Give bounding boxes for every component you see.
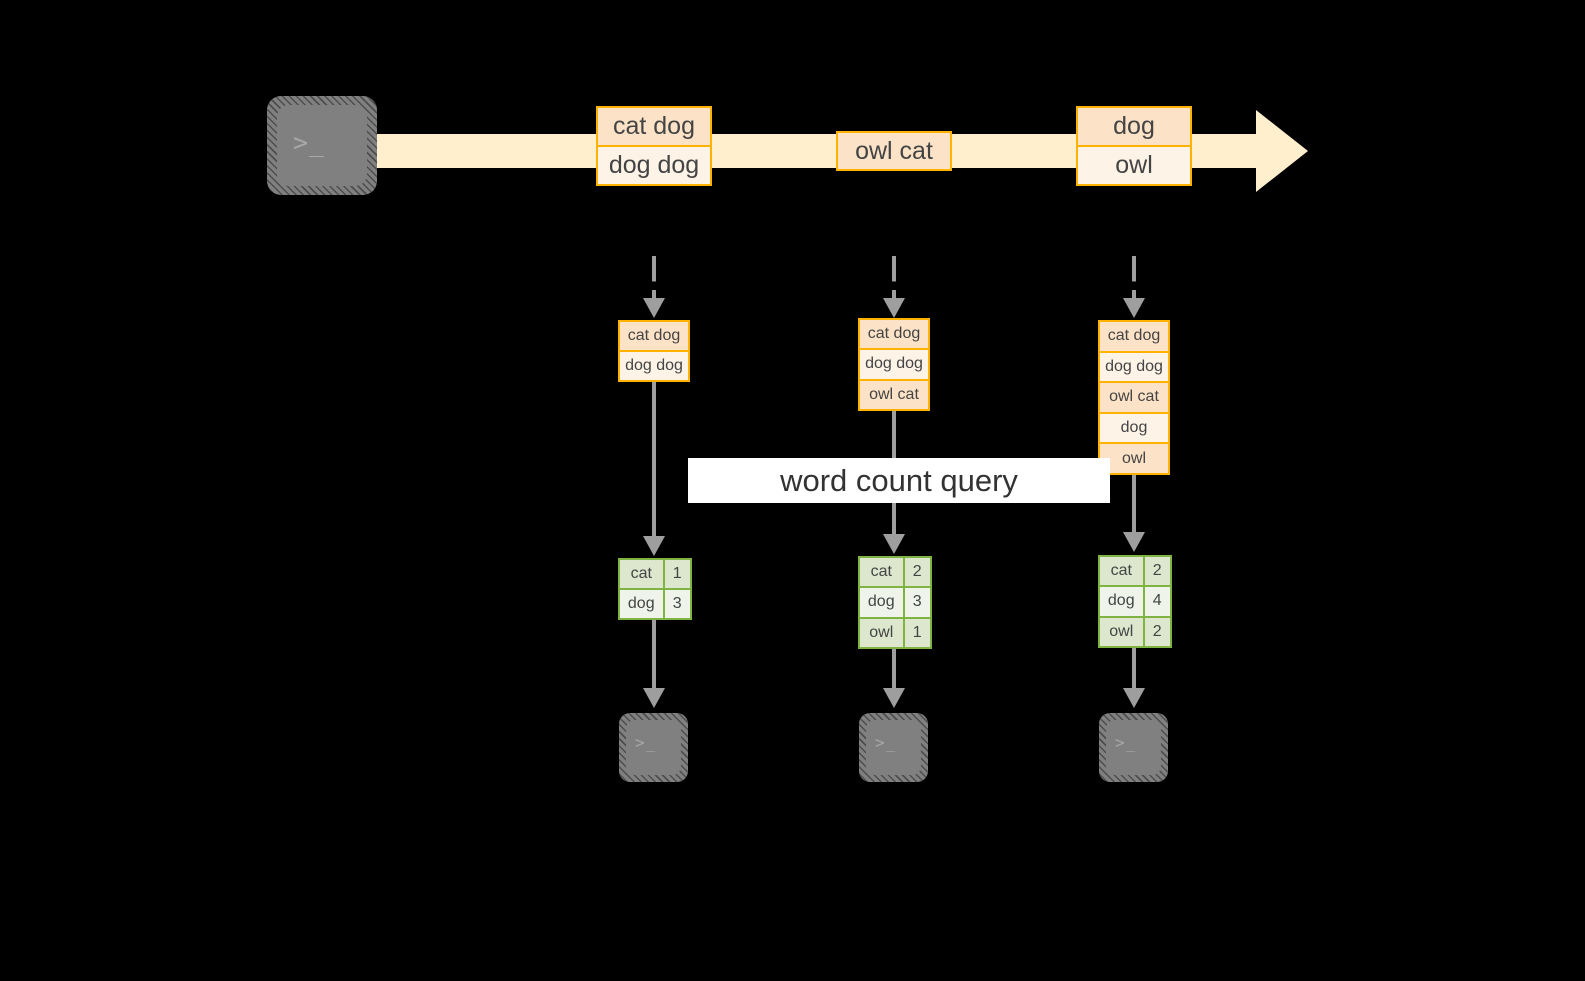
- input-record: owl: [1100, 444, 1168, 473]
- result-to-sink-connector: [892, 649, 896, 690]
- stream-group-2: owl cat: [836, 131, 952, 171]
- stream-to-input-connector: [1132, 256, 1136, 302]
- result-to-sink-connector: [652, 620, 656, 690]
- input-record: owl cat: [860, 380, 928, 409]
- table-row: cat 1: [620, 560, 690, 590]
- table-row: dog 4: [1100, 587, 1170, 618]
- snapshot-3-sink-terminal-icon[interactable]: >_: [1099, 713, 1168, 782]
- stream-group-3: dog owl: [1076, 106, 1192, 186]
- input-record: dog dog: [860, 350, 928, 381]
- result-to-sink-arrow-head: [643, 688, 665, 708]
- input-record: cat dog: [860, 320, 928, 351]
- table-row: cat 2: [1100, 557, 1170, 588]
- table-row: owl 2: [1100, 617, 1170, 646]
- stream-record: owl cat: [838, 133, 950, 169]
- result-word: owl: [860, 618, 905, 647]
- terminal-body: [277, 105, 367, 186]
- table-row: owl 1: [860, 618, 930, 647]
- result-word: owl: [1100, 617, 1145, 646]
- snapshot-2-input-table: cat dog dog dog owl cat: [858, 318, 930, 411]
- table-row: cat 2: [860, 558, 930, 589]
- terminal-prompt-glyph: >_: [635, 733, 657, 752]
- terminal-body: [1106, 720, 1161, 775]
- result-count: 2: [904, 558, 930, 587]
- result-count: 1: [664, 560, 690, 588]
- table-row: dog 3: [860, 588, 930, 619]
- stream-to-input-connector: [652, 256, 656, 302]
- input-record: dog dog: [620, 352, 688, 380]
- result-word: dog: [620, 590, 665, 618]
- input-to-result-arrow-head: [643, 536, 665, 556]
- snapshot-3-result-table: cat 2 dog 4 owl 2: [1098, 555, 1172, 648]
- result-word: cat: [860, 558, 905, 587]
- input-to-result-connector: [1132, 475, 1136, 536]
- snapshot-1-input-table: cat dog dog dog: [618, 320, 690, 382]
- result-to-sink-arrow-head: [1123, 688, 1145, 708]
- input-record: cat dog: [1100, 322, 1168, 353]
- stream-record: cat dog: [598, 108, 710, 147]
- input-record: cat dog: [620, 322, 688, 352]
- input-to-result-arrow-head: [883, 534, 905, 554]
- stream-to-input-arrow-head: [883, 298, 905, 318]
- input-record: owl cat: [1100, 383, 1168, 414]
- source-terminal-icon[interactable]: >_: [267, 96, 377, 195]
- terminal-body: [626, 720, 681, 775]
- snapshot-3-input-table: cat dog dog dog owl cat dog owl: [1098, 320, 1170, 475]
- stream-arrow-head: [1256, 110, 1308, 192]
- terminal-prompt-glyph: >_: [293, 128, 326, 157]
- result-word: cat: [1100, 557, 1145, 586]
- snapshot-2-sink-terminal-icon[interactable]: >_: [859, 713, 928, 782]
- input-to-result-connector: [652, 382, 656, 540]
- terminal-prompt-glyph: >_: [1115, 733, 1137, 752]
- result-count: 3: [664, 590, 690, 618]
- table-row: dog 3: [620, 590, 690, 618]
- stream-record: owl: [1078, 147, 1190, 184]
- terminal-prompt-glyph: >_: [875, 733, 897, 752]
- result-word: dog: [860, 588, 905, 617]
- stream-to-input-arrow-head: [643, 298, 665, 318]
- stream-to-input-arrow-head: [1123, 298, 1145, 318]
- result-count: 1: [904, 618, 930, 647]
- stream-to-input-connector: [892, 256, 896, 302]
- terminal-body: [866, 720, 921, 775]
- result-count: 2: [1144, 617, 1170, 646]
- result-to-sink-connector: [1132, 648, 1136, 690]
- result-word: dog: [1100, 587, 1145, 616]
- stream-group-1: cat dog dog dog: [596, 106, 712, 186]
- result-count: 3: [904, 588, 930, 617]
- result-count: 4: [1144, 587, 1170, 616]
- result-to-sink-arrow-head: [883, 688, 905, 708]
- result-count: 2: [1144, 557, 1170, 586]
- snapshot-2-result-table: cat 2 dog 3 owl 1: [858, 556, 932, 649]
- stream-record: dog: [1078, 108, 1190, 147]
- snapshot-1-sink-terminal-icon[interactable]: >_: [619, 713, 688, 782]
- result-word: cat: [620, 560, 665, 588]
- input-record: dog dog: [1100, 352, 1168, 384]
- stream-record: dog dog: [598, 147, 710, 184]
- query-label: word count query: [688, 458, 1110, 503]
- snapshot-1-result-table: cat 1 dog 3: [618, 558, 692, 620]
- input-to-result-arrow-head: [1123, 532, 1145, 552]
- input-record: dog: [1100, 413, 1168, 445]
